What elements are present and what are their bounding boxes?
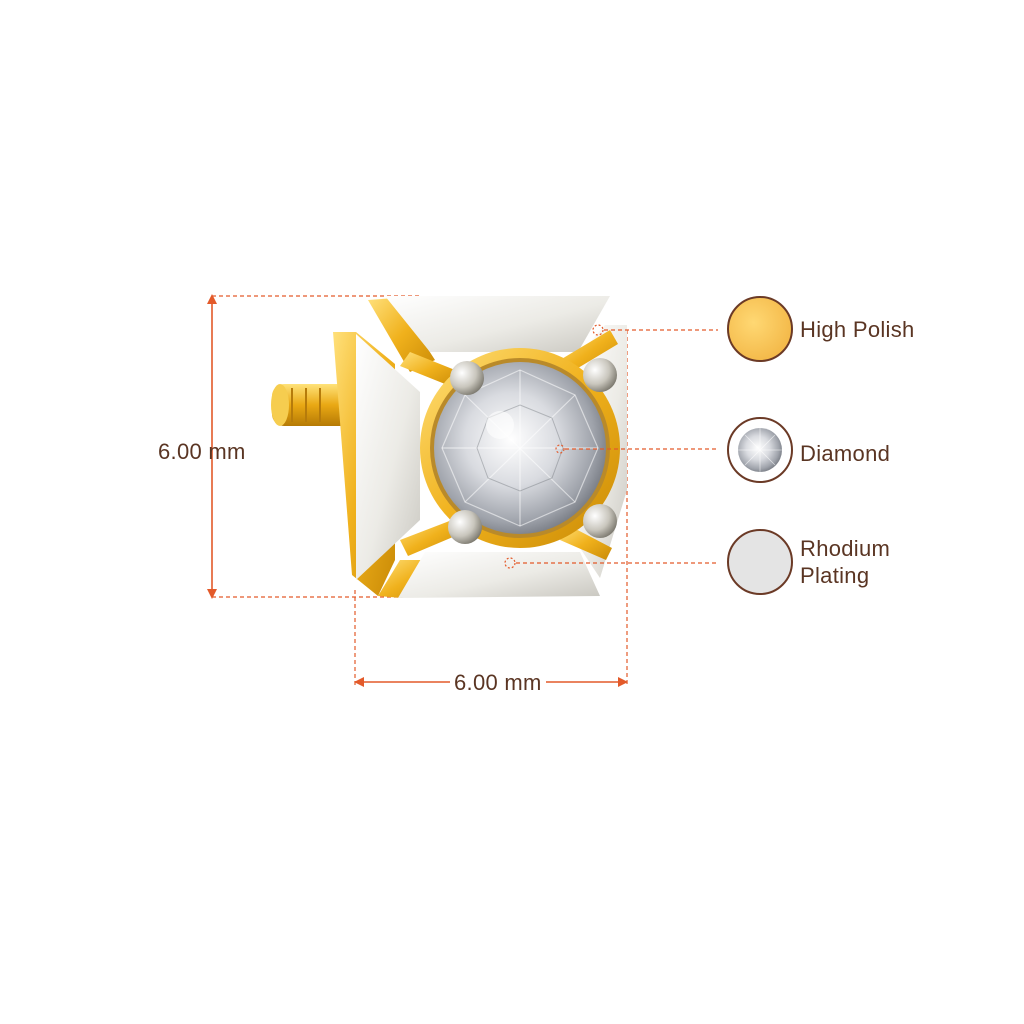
diamond-stone	[434, 362, 606, 534]
legend-label-rhodium-plating: Rhodium Plating	[800, 536, 891, 588]
prong	[583, 504, 617, 538]
prong	[583, 358, 617, 392]
callout-high-polish	[592, 324, 718, 336]
callout-diamond	[555, 444, 718, 454]
height-dimension	[207, 294, 420, 599]
width-dimension-label: 6.00 mm	[450, 669, 546, 696]
legend-label-high-polish: High Polish	[800, 317, 915, 342]
swatch-diamond	[727, 417, 793, 483]
swatch-high-polish	[727, 296, 793, 362]
height-dimension-label: 6.00 mm	[158, 439, 246, 464]
earring-illustration	[271, 296, 627, 598]
earring-post	[271, 384, 352, 426]
callout-rhodium	[504, 557, 718, 569]
prong	[450, 361, 484, 395]
legend-label-diamond: Diamond	[800, 441, 891, 466]
swatch-rhodium	[727, 529, 793, 595]
prong	[448, 510, 482, 544]
